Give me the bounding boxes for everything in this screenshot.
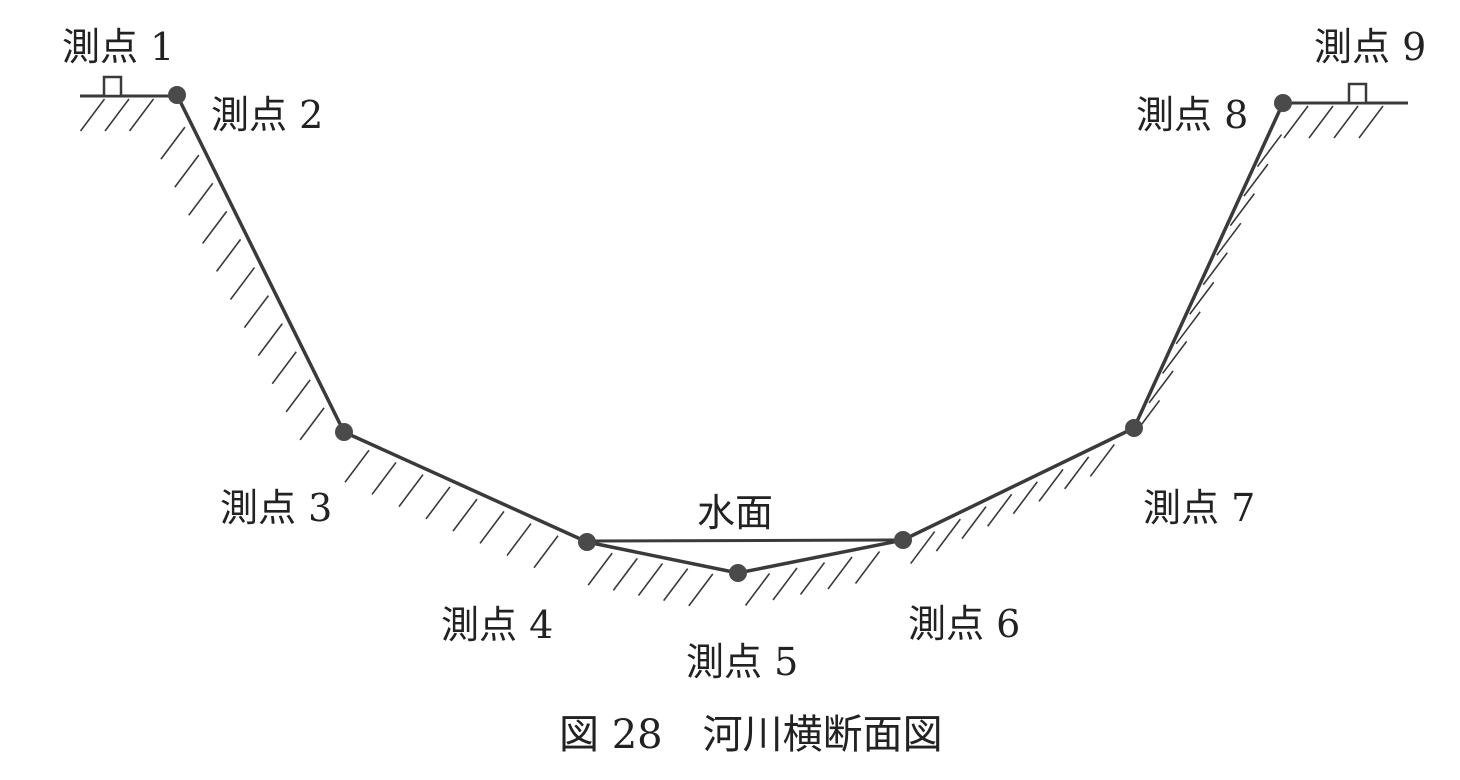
hatch-stroke <box>772 567 798 601</box>
hatch-stroke <box>1089 443 1115 477</box>
hatch-stroke <box>160 126 186 160</box>
hatch-stroke <box>1358 105 1384 139</box>
hatch-stroke <box>285 379 311 413</box>
hatch-stroke <box>1148 370 1174 404</box>
hatch-stroke <box>935 518 961 552</box>
station-label-7: 測点 7 <box>1143 486 1256 530</box>
hatch-stroke <box>344 449 370 483</box>
station-label-4: 測点 4 <box>441 603 554 647</box>
hatch-stroke <box>299 407 325 441</box>
hatch-stroke <box>271 351 297 385</box>
survey-point-dot-3 <box>335 423 353 441</box>
hatch-stroke <box>910 531 936 565</box>
hatch-stroke <box>371 461 397 495</box>
hatch-stroke <box>1243 163 1269 197</box>
benchmark-square-station-9 <box>1347 82 1368 105</box>
hatch-stroke <box>215 238 242 272</box>
hatch-stroke <box>243 295 270 329</box>
hatch-stroke <box>202 210 228 244</box>
benchmark-square-station-1 <box>102 75 123 98</box>
hatch-stroke <box>612 557 638 591</box>
hatch-stroke <box>1333 105 1359 139</box>
hatch-stroke <box>174 154 200 188</box>
hatch-stroke <box>1202 252 1228 286</box>
station-label-6: 測点 6 <box>908 602 1021 646</box>
station-label-8: 測点 8 <box>1136 93 1249 137</box>
hatch-stroke <box>1175 311 1201 345</box>
hatch-stroke <box>1189 281 1215 315</box>
hatch-stroke <box>425 486 451 520</box>
survey-point-dot-6 <box>894 531 912 549</box>
water-surface-line <box>586 538 904 543</box>
station-label-1: 測点 1 <box>62 25 175 69</box>
station-label-5: 測点 5 <box>686 640 799 684</box>
survey-point-dot-5 <box>729 564 747 582</box>
hatch-stroke <box>1012 481 1038 515</box>
water-surface-label: 水面 <box>697 491 774 535</box>
survey-point-markers <box>168 86 1292 582</box>
right-ground-surface <box>1283 82 1408 105</box>
hatch-stroke <box>637 563 664 596</box>
survey-point-dot-4 <box>578 533 596 551</box>
hatch-stroke <box>1256 134 1283 168</box>
hatch-stroke <box>229 267 256 300</box>
station-label-3: 測点 3 <box>220 486 333 530</box>
survey-point-dot-8 <box>1274 94 1292 112</box>
hatch-stroke <box>799 562 826 595</box>
hatch-stroke <box>257 323 283 357</box>
hatch-stroke <box>398 474 424 508</box>
hatch-stroke <box>1064 456 1090 490</box>
hatch-stroke <box>663 568 689 602</box>
hatch-stroke <box>506 523 532 557</box>
hatch-stroke <box>744 573 771 606</box>
hatch-stroke <box>827 556 853 590</box>
hatch-stroke <box>128 98 155 132</box>
hatch-stroke <box>961 506 987 540</box>
hatch-stroke <box>688 573 714 607</box>
station-label-2: 測点 2 <box>211 93 324 137</box>
survey-point-dot-7 <box>1125 419 1143 437</box>
survey-point-dot-2 <box>168 86 186 104</box>
hatch-stroke <box>1283 105 1309 139</box>
hatch-stroke <box>1161 340 1188 374</box>
ground-hatching <box>79 98 1384 607</box>
hatch-stroke <box>452 498 478 532</box>
hatch-stroke <box>587 552 613 586</box>
hatch-stroke <box>533 535 559 569</box>
hatch-stroke <box>1308 105 1334 139</box>
left-ground-surface <box>80 75 178 98</box>
hatch-stroke <box>1216 222 1242 256</box>
hatch-stroke <box>479 510 505 544</box>
hatch-stroke <box>79 98 106 132</box>
hatch-stroke <box>1229 193 1256 227</box>
hatch-stroke <box>987 493 1013 527</box>
hatch-stroke <box>104 98 130 132</box>
hatch-stroke <box>188 182 214 216</box>
station-label-9: 測点 9 <box>1314 25 1427 69</box>
hatch-stroke <box>1038 468 1064 502</box>
hatch-stroke <box>854 551 881 584</box>
figure-caption: 図 28 河川横断面図 <box>559 712 943 758</box>
